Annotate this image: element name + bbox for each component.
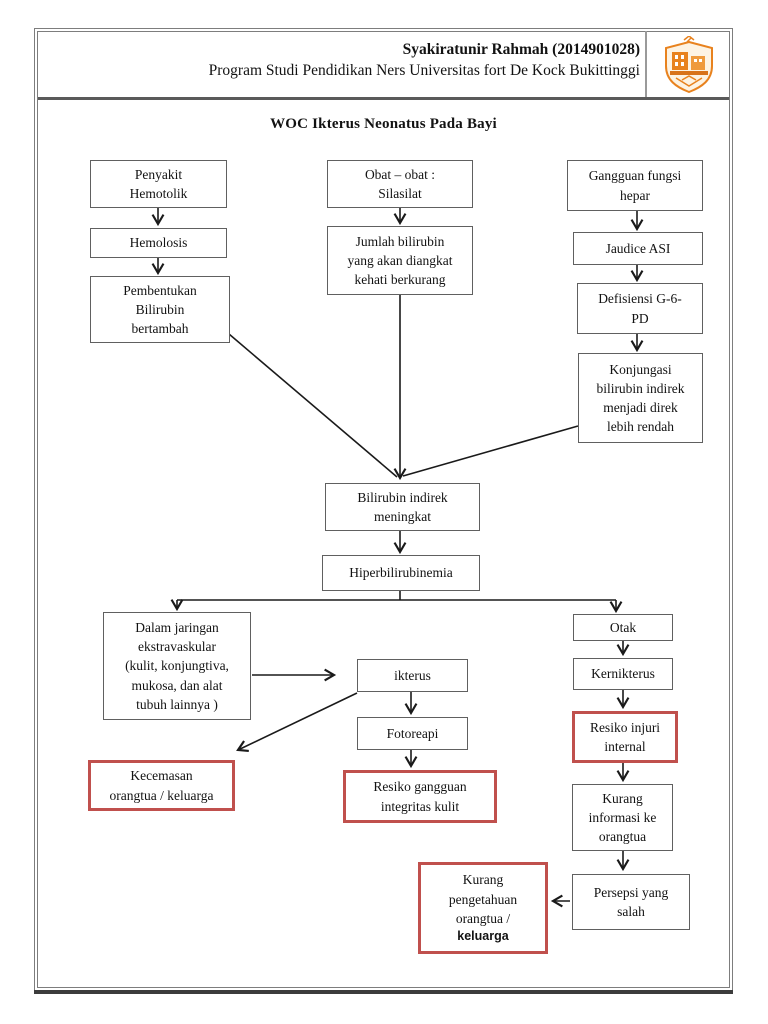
node-label: Konjungasi bilirubin indirek menjadi dir…: [596, 361, 685, 435]
node-hemolosis: Hemolosis: [90, 228, 227, 258]
node-hiperbilirubinemia: Hiperbilirubinemia: [322, 555, 480, 591]
node-ikterus: ikterus: [357, 659, 468, 692]
node-label: Defisiensi G-6- PD: [598, 291, 682, 326]
node-label: ikterus: [394, 667, 431, 683]
header-rule: [38, 97, 729, 100]
node-defisiensi-g6pd: Defisiensi G-6- PD: [577, 283, 703, 334]
node-label: Kecemasan orangtua / keluarga: [109, 768, 214, 803]
node-label: Obat – obat : Silasilat: [364, 166, 436, 201]
node-label: Penyakit Hemotolik: [129, 166, 188, 201]
node-resiko-gangguan-integritas-kulit: Resiko gangguan integritas kulit: [343, 770, 497, 823]
node-kurang-pengetahuan: Kurang pengetahuan orangtua / keluarga: [418, 862, 548, 954]
node-konjungasi-bilirubin: Konjungasi bilirubin indirek menjadi dir…: [578, 353, 703, 443]
node-label: Hiperbilirubinemia: [349, 565, 453, 581]
node-label: Persepsi yang salah: [593, 884, 669, 919]
node-label-bold: keluarga: [457, 928, 509, 943]
node-label: Hemolosis: [129, 235, 188, 251]
node-kecemasan-orangtua: Kecemasan orangtua / keluarga: [88, 760, 235, 811]
node-fotoreapi: Fotoreapi: [357, 717, 468, 750]
node-label: Jumlah bilirubin yang akan diangkat keha…: [347, 233, 453, 288]
header-divider: [645, 31, 647, 97]
program-line: Program Studi Pendidikan Ners Universita…: [208, 61, 640, 79]
node-obat-obat-silasilat: Obat – obat : Silasilat: [327, 160, 473, 208]
node-label: Dalam jaringan ekstravaskular (kulit, ko…: [125, 620, 229, 712]
page-title: WOC Ikterus Neonatus Pada Bayi: [270, 116, 497, 132]
node-label: Jaudice ASI: [605, 240, 671, 256]
node-gangguan-fungsi-hepar: Gangguan fungsi hepar: [567, 160, 703, 211]
document-header: Syakiratunir Rahmah (2014901028) Program…: [60, 40, 640, 82]
node-pembentukan-bilirubin: Pembentukan Bilirubin bertambah: [90, 276, 230, 343]
university-crest-icon: [665, 36, 713, 94]
node-jumlah-bilirubin: Jumlah bilirubin yang akan diangkat keha…: [327, 226, 473, 295]
node-label: Kurang informasi ke orangtua: [588, 790, 657, 845]
node-otak: Otak: [573, 614, 673, 641]
node-bilirubin-indirek-meningkat: Bilirubin indirek meningkat: [325, 483, 480, 531]
node-penyakit-hemotolik: Penyakit Hemotolik: [90, 160, 227, 208]
node-dalam-jaringan-ekstravaskular: Dalam jaringan ekstravaskular (kulit, ko…: [103, 612, 251, 720]
university-logo: [649, 34, 729, 96]
page-border-frame: [34, 28, 733, 994]
node-label: Bilirubin indirek meningkat: [357, 489, 448, 524]
node-jaudice-asi: Jaudice ASI: [573, 232, 703, 265]
node-label: Kurang pengetahuan orangtua /: [448, 872, 518, 926]
node-label: Gangguan fungsi hepar: [588, 168, 682, 203]
node-label: Fotoreapi: [386, 725, 439, 741]
node-resiko-injuri-internal: Resiko injuri internal: [572, 711, 678, 763]
node-kurang-informasi: Kurang informasi ke orangtua: [572, 784, 673, 851]
node-kernikterus: Kernikterus: [573, 658, 673, 690]
node-persepsi-yang-salah: Persepsi yang salah: [572, 874, 690, 930]
node-label: Kernikterus: [591, 666, 655, 682]
node-label: Pembentukan Bilirubin bertambah: [123, 282, 197, 337]
author-name: Syakiratunir Rahmah (2014901028): [402, 41, 640, 58]
node-label: Resiko injuri internal: [589, 719, 661, 754]
node-label: Otak: [609, 619, 637, 635]
node-label: Resiko gangguan integritas kulit: [373, 779, 467, 814]
